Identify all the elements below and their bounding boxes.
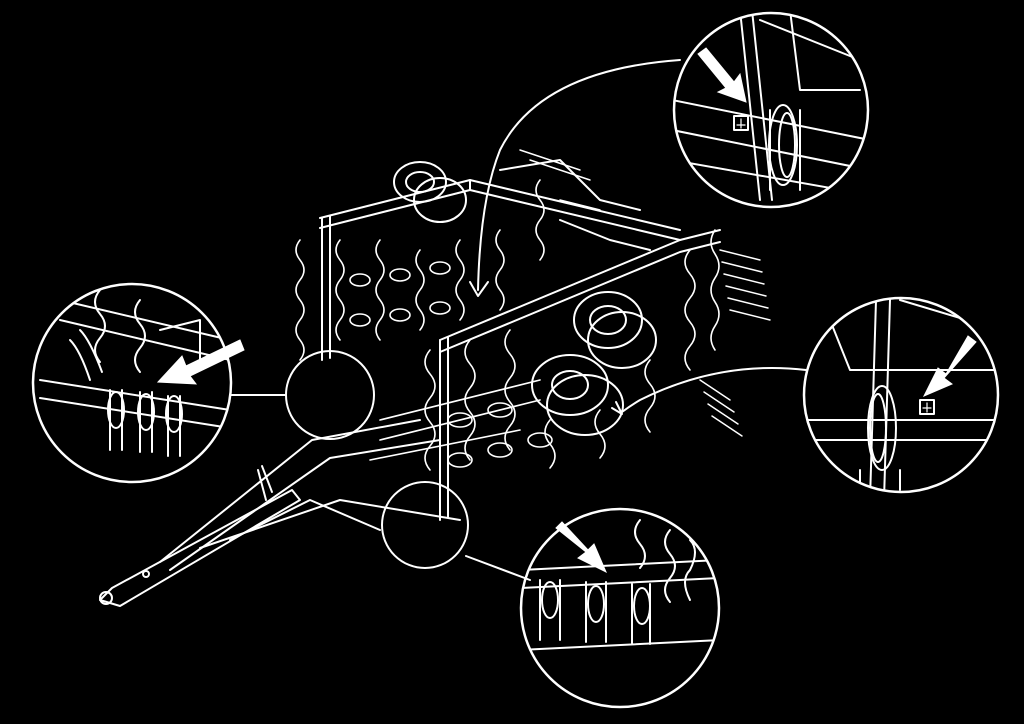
drawbar xyxy=(99,419,461,607)
marker-circle-left xyxy=(285,350,375,440)
rear-harrow-tines xyxy=(519,149,771,437)
detail-callout-right xyxy=(802,296,1000,494)
rear-frame xyxy=(319,159,721,521)
warning-decal xyxy=(919,399,935,415)
arrow-icon xyxy=(555,521,607,574)
detail-callout-top-right xyxy=(672,11,870,209)
spring-tines xyxy=(295,179,720,471)
disc-gangs xyxy=(349,261,553,468)
warning-decal xyxy=(733,115,749,131)
detail-callout-bottom xyxy=(519,507,721,709)
cultivator-machine xyxy=(99,149,771,607)
marker-circle-bottom xyxy=(381,481,469,569)
transport-wheels xyxy=(393,161,657,436)
callout-connectors xyxy=(229,59,807,581)
arrow-icon xyxy=(922,335,977,397)
arrow-icon xyxy=(697,47,747,103)
detail-callout-left xyxy=(31,282,245,484)
arrow-icon xyxy=(156,339,245,385)
